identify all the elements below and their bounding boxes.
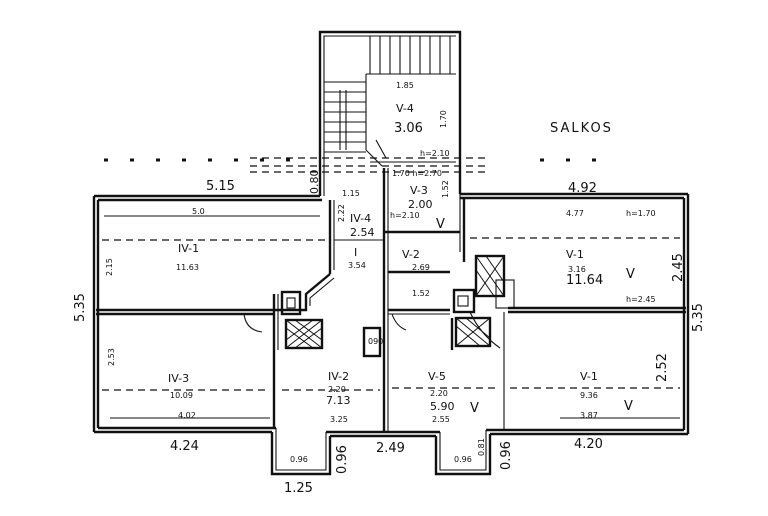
hall-code: I (354, 246, 357, 259)
outer-walls (92, 192, 690, 476)
stair-area: 3.06 (394, 121, 423, 136)
room-v2-code: V-2 (402, 248, 420, 261)
room-iv4-area: 2.54 (350, 226, 375, 239)
room-iv1-note: 5.0 (192, 207, 205, 216)
room-iv3-side: 2.53 (107, 348, 116, 366)
room-iv2-code: IV-2 (328, 370, 349, 383)
room-v5-note: 2.55 (432, 415, 450, 424)
annot-v-mark-3: V (470, 401, 479, 416)
compass-label: SALKOS (550, 121, 613, 136)
dim-right-depth: 5.35 (691, 303, 706, 332)
dim-step-right: 0.96 (499, 441, 514, 470)
room-iv2-area: 7.13 (326, 394, 351, 407)
room-v1a-note: 4.77 (566, 209, 584, 218)
dim-bay-left: 1.25 (284, 481, 313, 496)
room-v1a-area: 11.64 (566, 273, 603, 288)
stair-dim3: h=2.10 (420, 149, 450, 158)
dim-left-wing: 5.15 (206, 179, 235, 194)
dim-bottom-middle: 2.49 (376, 441, 405, 456)
chimney-flue (362, 326, 382, 358)
dim-bottom-right: 4.20 (574, 437, 603, 452)
room-iv4-note: 1.15 (342, 189, 360, 198)
room-v3-code: V-3 (410, 184, 428, 197)
room-v1a-code: V-1 (566, 248, 584, 261)
dim-bottom-left: 4.24 (170, 439, 199, 454)
room-v5-code: V-5 (428, 370, 446, 383)
site-lines (104, 157, 610, 173)
room-iv4-code: IV-4 (350, 212, 371, 225)
room-iv3-note: 4.02 (178, 411, 196, 420)
room-v1b-area: 9.36 (580, 391, 598, 400)
room-v1b-code: V-1 (580, 370, 598, 383)
room-v3-note: 1.70 h=2.70 (392, 169, 442, 178)
interior-walls (96, 168, 686, 432)
dim-right-wing: 4.92 (568, 181, 597, 196)
room-iv2-note: 3.25 (330, 415, 348, 424)
chimney-right (452, 254, 515, 348)
section-lines (102, 215, 680, 419)
chimney-left (280, 290, 324, 350)
room-v1a-extra: 3.16 (568, 265, 586, 274)
annot-bay-left-w: 0.96 (290, 455, 308, 464)
stair-dim2: 1.70 (439, 110, 448, 128)
room-v2-note: 1.52 (412, 289, 430, 298)
annot-v-mark-1: V (436, 217, 445, 232)
room-v3-area: 2.00 (408, 198, 433, 211)
room-iv4-side: 2.22 (337, 204, 346, 222)
annot-ceiling-right: h=1.70 (626, 209, 656, 218)
dim-left-depth: 5.35 (73, 293, 88, 322)
room-iv3-code: IV-3 (168, 372, 189, 385)
room-iv3-area: 10.09 (170, 391, 193, 400)
dim-step-left: 0.96 (335, 445, 350, 474)
dim-right-lower: 2.52 (655, 353, 670, 382)
stair-tower (318, 30, 462, 196)
annot-v-mark-2: V (626, 267, 635, 282)
room-v1b-note: 3.87 (580, 411, 598, 420)
dim-step-top: 0.80 (308, 170, 321, 195)
annot-ceiling-right2: h=2.45 (626, 295, 656, 304)
room-v5-extra: 2.20 (430, 389, 448, 398)
room-iv1-area: 11.63 (176, 263, 199, 272)
stair-dim1: 1.85 (396, 81, 414, 90)
room-iv1-side: 2.15 (105, 258, 114, 276)
room-v3-side: 1.52 (441, 180, 450, 198)
annot-bay-right-w: 0.96 (454, 455, 472, 464)
annot-v-mark-4: V (624, 399, 633, 414)
annot-chimney: 090 (368, 337, 383, 346)
annot-ceiling-hall: h=2.10 (390, 211, 420, 220)
annot-bay-right-s: 0.81 (477, 438, 486, 456)
dim-right-upper: 2.45 (671, 253, 686, 282)
room-iv2-extra: 2.20 (328, 385, 346, 394)
room-v2-area: 2.69 (412, 263, 430, 272)
room-v5-area: 5.90 (430, 400, 455, 413)
hall-area: 3.54 (348, 261, 366, 270)
room-iv1-code: IV-1 (178, 242, 199, 255)
stair-code: V-4 (396, 102, 414, 115)
